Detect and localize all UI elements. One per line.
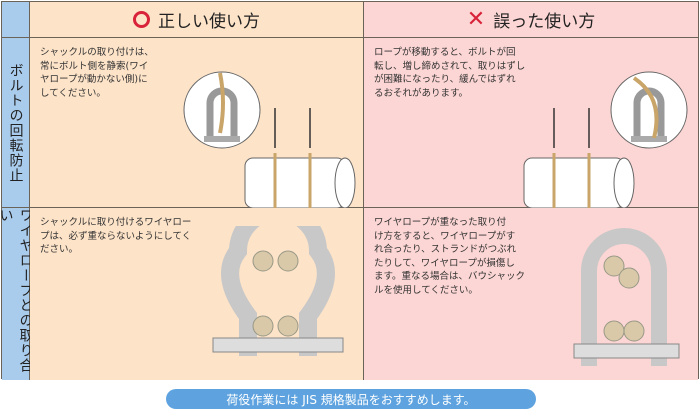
cell-text: シャックルに取り付けるワイヤロー プは、必ず重ならないようにしてく ださい。 xyxy=(40,217,192,255)
pipe-shackle-wrong-illustration xyxy=(523,71,688,208)
cell-bolt-wrong: ロープが移動すると、ボルトが回 転し、増し締めされて、取りはずし が困難になった… xyxy=(364,38,698,208)
row-label-wire: ワイヤロープとの取り合い xyxy=(0,208,34,380)
circle-mark-icon xyxy=(133,11,150,28)
cell-wire-wrong: ワイヤロープが重なった取り付 け方をすると、ワイヤロープがす れ合ったり、ストラ… xyxy=(364,208,698,380)
header-correct: 正しい使い方 xyxy=(30,2,364,38)
pipe-shackle-correct-illustration xyxy=(183,71,356,208)
header-wrong: ✕ 誤った使い方 xyxy=(364,2,698,38)
cross-mark-icon: ✕ xyxy=(466,6,486,32)
row-label-text: ワイヤロープとの取り合い xyxy=(0,208,34,373)
row-label-text: ボルトの回転防止 xyxy=(7,62,24,183)
cell-bolt-correct: シャックルの取り付けは、 常にボルト側を静索(ワイ ヤロープが動かない側)に し… xyxy=(30,38,364,208)
straight-shackle-illustration xyxy=(573,228,680,366)
header-wrong-label: 誤った使い方 xyxy=(493,12,596,32)
usage-table: 正しい使い方 ✕ 誤った使い方 ボルトの回転防止 シャックルの取り付けは、 常に… xyxy=(0,1,699,380)
cell-text: ワイヤロープが重なった取り付 け方をすると、ワイヤロープがす れ合ったり、ストラ… xyxy=(374,217,526,296)
header-correct-label: 正しい使い方 xyxy=(158,12,260,32)
cell-wire-correct: シャックルに取り付けるワイヤロー プは、必ず重ならないようにしてく ださい。 xyxy=(30,208,364,380)
cell-text: シャックルの取り付けは、 常にボルト側を静索(ワイ ヤロープが動かない側)に し… xyxy=(40,47,154,99)
row-label-bolt: ボルトの回転防止 xyxy=(2,38,30,208)
footer-banner: 荷役作業には JIS 規格製品をおすすめします。 xyxy=(166,389,536,409)
corner-cell xyxy=(2,2,30,38)
cell-text: ロープが移動すると、ボルトが回 転し、増し締めされて、取りはずし が困難になった… xyxy=(374,47,526,99)
bow-shackle-illustration xyxy=(212,226,344,356)
